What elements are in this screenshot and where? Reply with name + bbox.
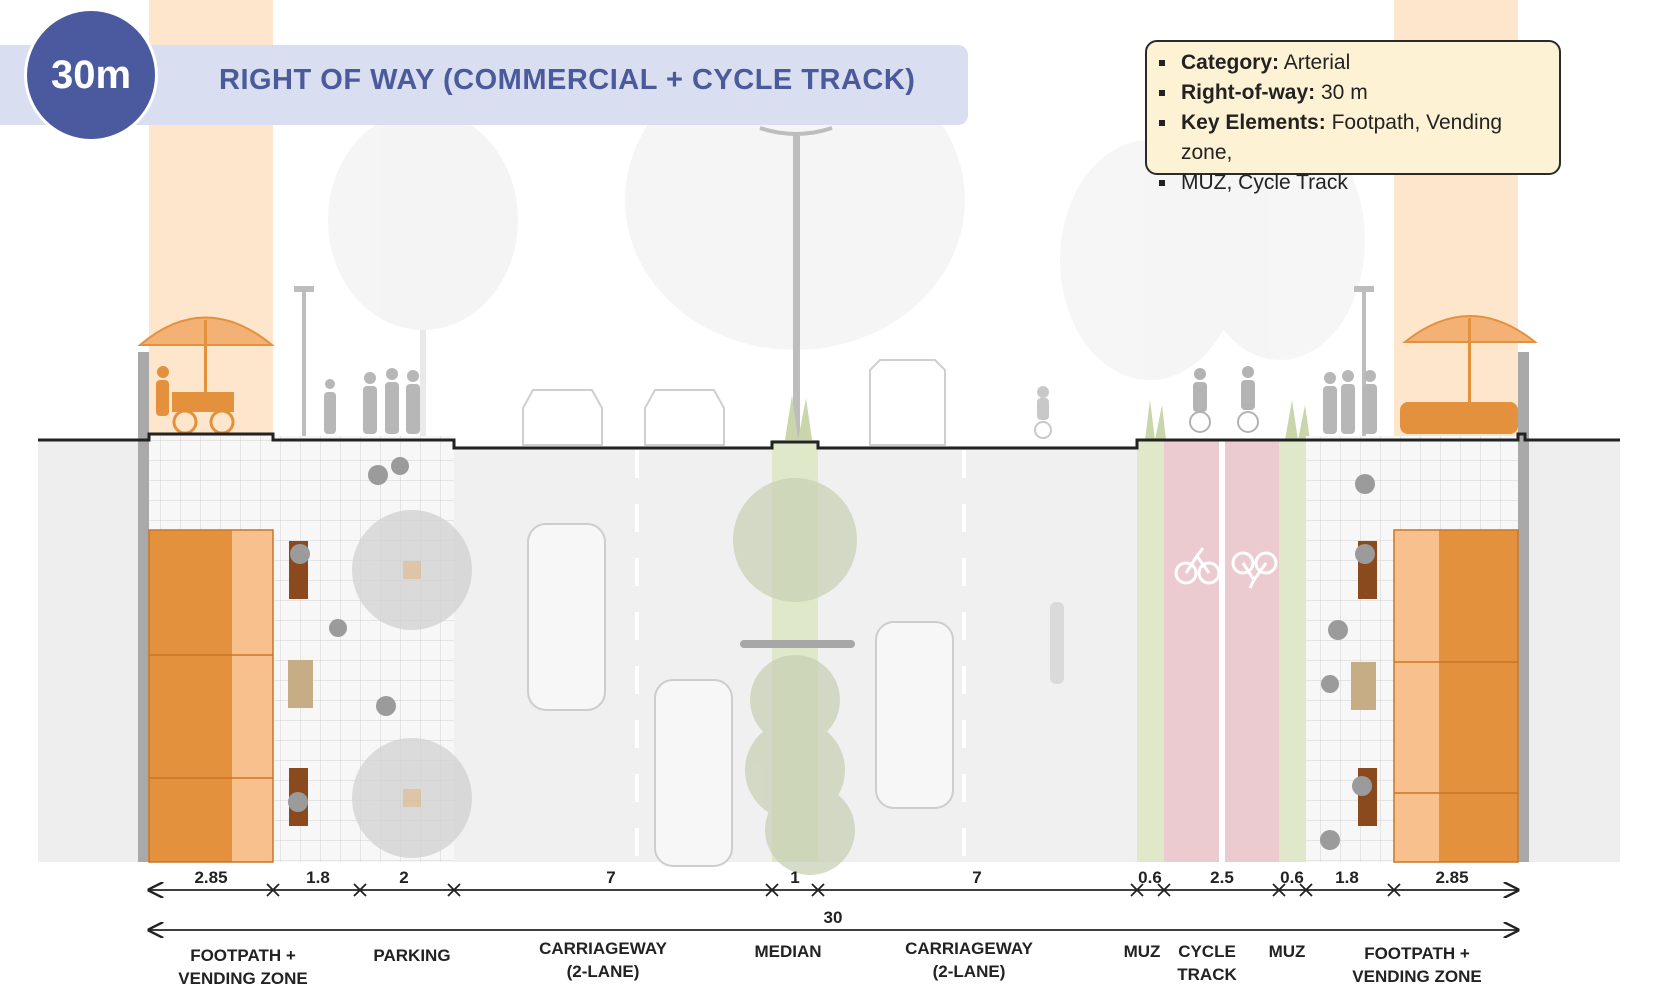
lane-markings xyxy=(635,450,966,862)
dimension-lines xyxy=(149,884,1518,930)
dimension-label: 1.8 xyxy=(306,868,330,887)
dimension-label: 1 xyxy=(790,868,800,887)
info-box: Category: Arterial Right-of-way: 30 m Ke… xyxy=(1145,40,1561,194)
pedestrian-icon xyxy=(156,366,169,416)
umbrella-icon xyxy=(1402,315,1538,413)
zone-label-median: MEDIAN xyxy=(754,942,822,961)
pedestrian-group-left xyxy=(324,368,420,434)
outer-ground-left xyxy=(38,440,138,862)
zone-label-carriageway-right: CARRIAGEWAY(2-LANE) xyxy=(905,939,1033,981)
dimension-tick xyxy=(1387,883,1401,897)
streetlight-icon xyxy=(1354,286,1374,440)
muz-left xyxy=(1137,440,1164,862)
median-barrier xyxy=(740,640,855,648)
cyclist-icon xyxy=(1034,386,1052,439)
tree-icon xyxy=(328,110,518,440)
zone-label-parking: PARKING xyxy=(373,946,451,965)
outer-ground-right xyxy=(1529,440,1620,862)
info-item-key-elements-cont: MUZ, Cycle Track xyxy=(1157,168,1549,198)
planter-icon xyxy=(785,395,1310,440)
dimension-label: 7 xyxy=(972,868,982,887)
section-profile-line xyxy=(38,432,1620,450)
zone-label-footpath-right: FOOTPATH +VENDING ZONE xyxy=(1352,944,1482,986)
info-item-category: Category: Arterial xyxy=(1157,48,1549,78)
dimension-label: 7 xyxy=(606,868,616,887)
zone-label-muz-right: MUZ xyxy=(1268,942,1306,961)
dimension-label: 2.5 xyxy=(1210,868,1234,887)
dimension-label: 2.85 xyxy=(194,868,228,887)
dimension-tick xyxy=(765,883,779,897)
page-title: RIGHT OF WAY (COMMERCIAL + CYCLE TRACK) xyxy=(219,64,916,96)
dimension-label: 1.8 xyxy=(1335,868,1359,887)
pedestrian-group-right xyxy=(1323,370,1377,434)
tree-icon xyxy=(733,478,857,875)
bicycle-marking-icon xyxy=(1174,547,1278,589)
info-item-key-elements: Key Elements: Footpath, Vending zone, xyxy=(1157,108,1549,168)
zone-label-carriageway-left: CARRIAGEWAY(2-LANE) xyxy=(539,939,667,981)
dimension-tick xyxy=(811,883,825,897)
zone-label-muz-left: MUZ xyxy=(1123,942,1161,961)
streetlight-icon xyxy=(759,126,833,440)
dimension-label: 2 xyxy=(399,868,409,887)
dimension-tick xyxy=(1130,883,1144,897)
planter-box-icon xyxy=(288,660,1376,710)
info-item-right-of-way: Right-of-way: 30 m xyxy=(1157,78,1549,108)
dimension-tick xyxy=(447,883,461,897)
tree-icon xyxy=(352,510,472,858)
streetlight-icon xyxy=(294,286,314,440)
muz-right xyxy=(1279,440,1306,862)
dimension-label: 0.6 xyxy=(1138,868,1162,887)
left-building-wall xyxy=(138,352,149,862)
vendor-stall-right xyxy=(1400,402,1518,434)
car-icon xyxy=(522,359,946,446)
carriageway-right xyxy=(818,446,1137,862)
row-width-badge: 30m xyxy=(24,8,158,142)
dimension-tick xyxy=(1299,883,1313,897)
total-width-label: 30 xyxy=(823,908,843,927)
right-building-wall xyxy=(1518,352,1529,862)
badge-label: 30m xyxy=(50,52,132,97)
cycle-track-divider xyxy=(1219,440,1225,862)
vending-block-left xyxy=(148,529,274,863)
dimension-label: 2.85 xyxy=(1435,868,1469,887)
tree-icon xyxy=(1060,120,1365,380)
umbrella-icon xyxy=(137,316,275,400)
dimension-tick xyxy=(1272,883,1286,897)
zone-label-footpath-left: FOOTPATH +VENDING ZONE xyxy=(178,946,308,988)
dimension-label: 0.6 xyxy=(1280,868,1304,887)
car-icon xyxy=(527,523,954,867)
pedestrian-plan-icons xyxy=(288,457,1375,850)
vending-block-right xyxy=(1393,529,1519,863)
title-bar xyxy=(0,45,968,125)
dimension-tick xyxy=(1157,883,1171,897)
cyclist-plan-icon xyxy=(1050,602,1064,684)
cyclist-icon xyxy=(1189,366,1259,433)
dimension-tick xyxy=(266,883,280,897)
dimension-tick xyxy=(353,883,367,897)
